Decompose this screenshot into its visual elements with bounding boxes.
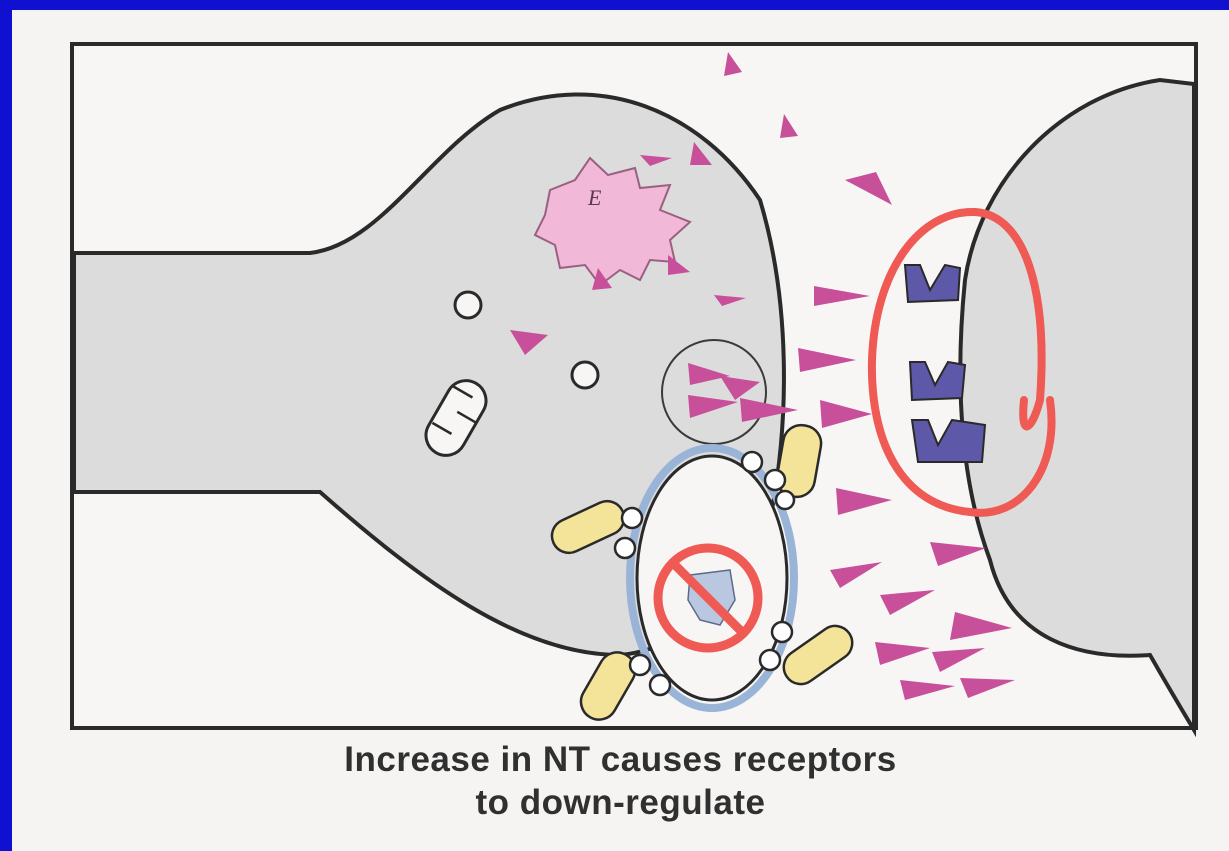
vesicle (572, 362, 598, 388)
caption: Increase in NT causes receptors to down-… (12, 738, 1229, 824)
caption-line-2: to down-regulate (12, 781, 1229, 824)
caption-line-1: Increase in NT causes receptors (12, 738, 1229, 781)
enzyme-label: E (587, 185, 602, 210)
vesicle (455, 292, 481, 318)
